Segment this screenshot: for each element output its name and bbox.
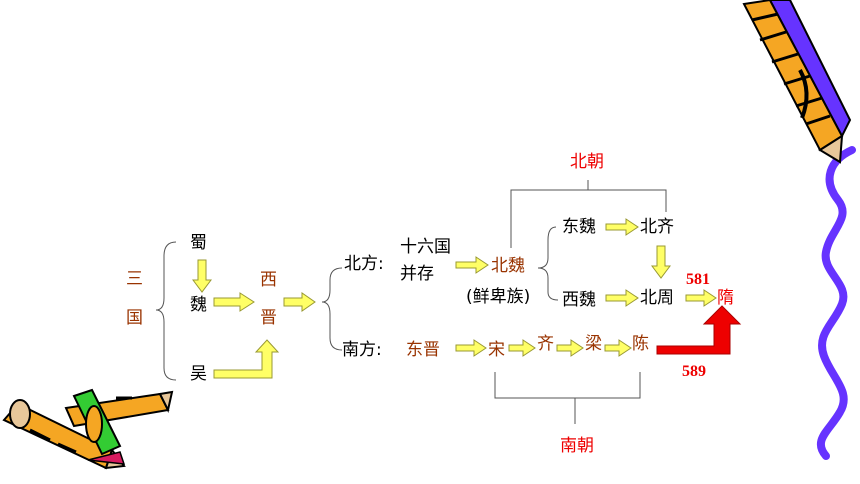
- chen-to-sui-red-arrow: [656, 305, 742, 355]
- chen-label: 陈: [632, 334, 649, 354]
- pencil-icon-top-right: [742, 0, 852, 164]
- western-jin-label-2: 晋: [260, 308, 277, 328]
- purple-squiggle-decoration: [816, 146, 856, 460]
- wei-label: 魏: [190, 295, 207, 315]
- sixteen-kingdoms-line1: 十六国: [400, 237, 451, 257]
- wu-bent-arrow: [213, 339, 280, 379]
- western-wei-label: 西魏: [562, 290, 596, 310]
- eastern-jin-label: 东晋: [406, 340, 440, 360]
- liang-to-chen-arrow: [604, 339, 632, 357]
- sixteen-kingdoms-line2: 并存: [400, 264, 434, 284]
- wei-right-arrow: [213, 292, 255, 312]
- wu-label: 吴: [190, 364, 207, 384]
- three-kingdoms-label-2: 国: [126, 308, 143, 328]
- northern-dynasties-bracket: [510, 180, 667, 248]
- western-jin-right-arrow: [283, 292, 316, 312]
- qi-label: 齐: [537, 334, 554, 354]
- year-581-label: 581: [686, 271, 710, 288]
- sui-label: 隋: [717, 288, 734, 308]
- xianbei-label: (鲜卑族): [466, 287, 531, 307]
- sixteen-to-nwei-arrow: [455, 256, 489, 274]
- northern-wei-label: 北魏: [491, 256, 525, 276]
- south-label: 南方:: [342, 340, 382, 360]
- north-south-brace: [321, 267, 343, 351]
- northern-zhou-label: 北周: [640, 288, 674, 308]
- song-label: 宋: [488, 340, 505, 360]
- northern-dynasties-label: 北朝: [570, 152, 604, 172]
- southern-dynasties-label: 南朝: [560, 436, 594, 456]
- song-to-qi-arrow: [508, 339, 536, 357]
- nzhou-to-sui-arrow: [685, 289, 717, 307]
- three-kingdoms-brace: [155, 241, 177, 381]
- three-kingdoms-label-1: 三: [126, 269, 143, 289]
- northern-qi-label: 北齐: [640, 217, 674, 237]
- crossed-pencils-icon-bottom-left: [2, 388, 174, 470]
- ewei-to-nqi-arrow: [605, 218, 639, 236]
- qi-to-liang-arrow: [556, 339, 584, 357]
- year-589-label: 589: [682, 363, 706, 380]
- shu-label: 蜀: [190, 233, 207, 253]
- north-label: 北方:: [344, 254, 384, 274]
- eastern-wei-label: 东魏: [562, 217, 596, 237]
- shu-down-arrow: [192, 259, 212, 293]
- southern-dynasties-bracket: [494, 372, 641, 424]
- nwei-split-brace: [537, 226, 559, 301]
- nqi-to-nzhou-arrow: [651, 245, 671, 279]
- liang-label: 梁: [585, 334, 602, 354]
- wwei-to-nzhou-arrow: [605, 289, 639, 307]
- western-jin-label-1: 西: [260, 270, 277, 290]
- ejin-to-song-arrow: [455, 339, 487, 357]
